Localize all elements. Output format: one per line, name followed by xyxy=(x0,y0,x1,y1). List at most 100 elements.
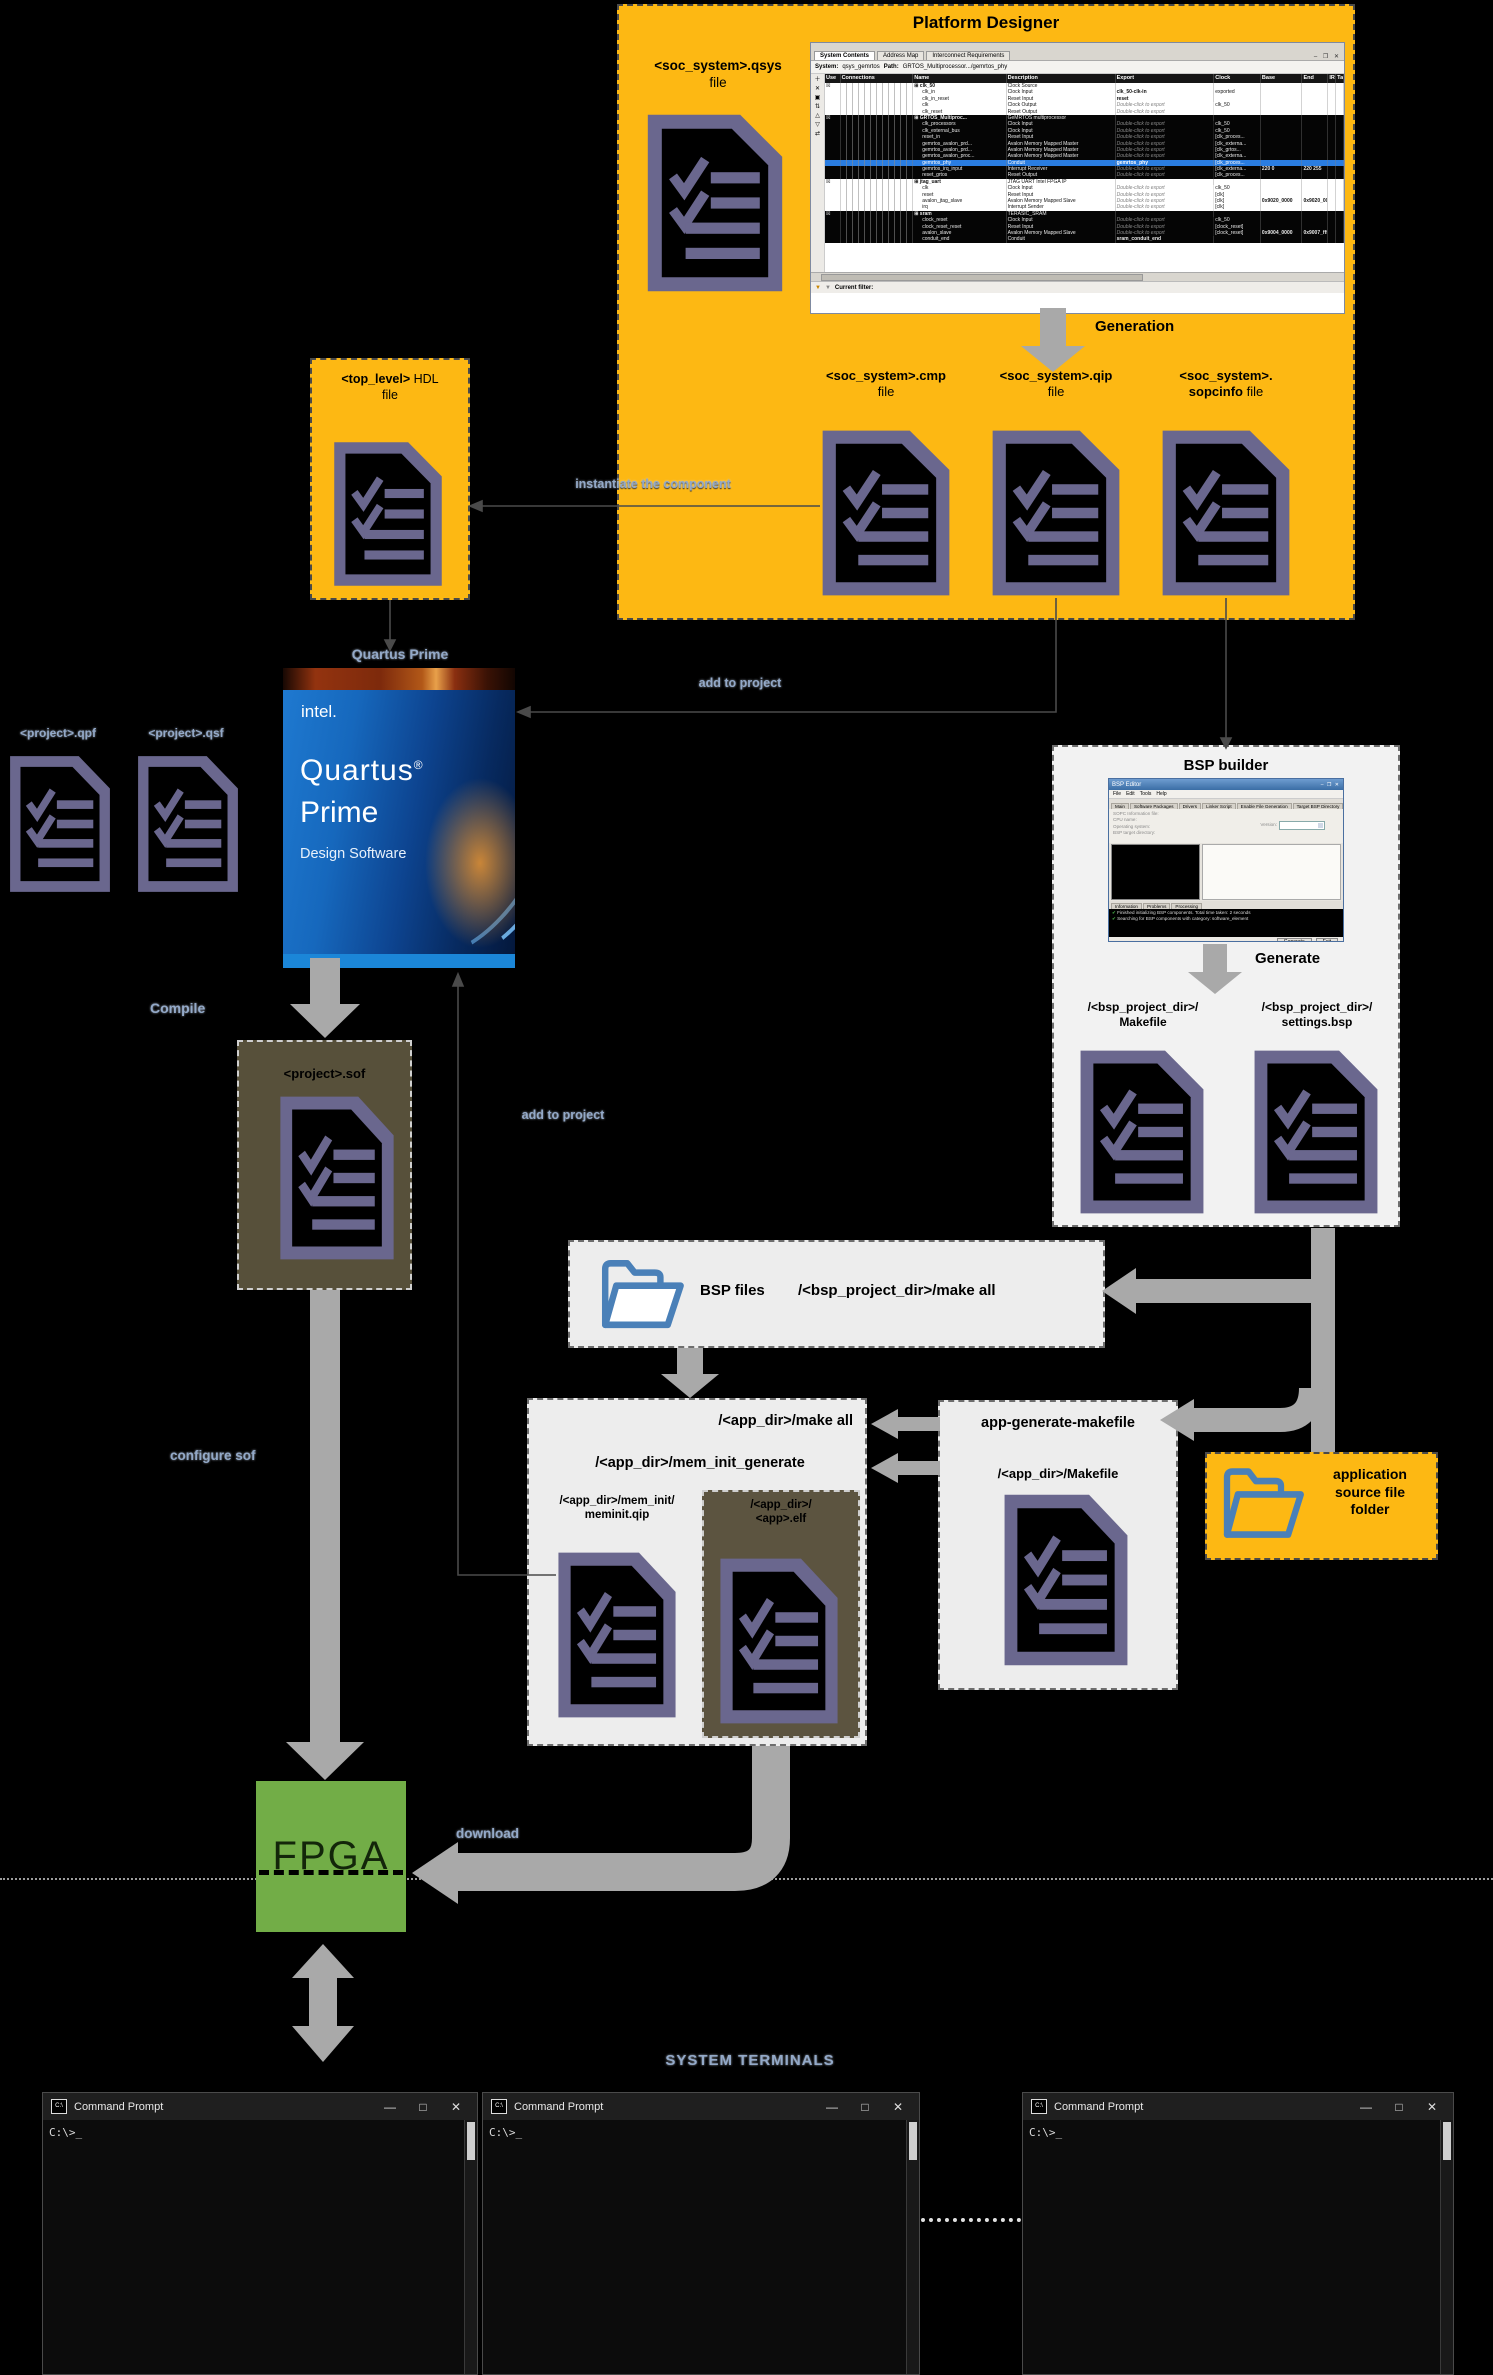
close-button[interactable]: ✕ xyxy=(892,2099,904,2114)
app-generate-makefile-title: app-generate-makefile xyxy=(981,1415,1135,1431)
table-row[interactable]: irq Interrupt Sender Double-click to exp… xyxy=(825,204,1344,211)
table-row[interactable]: reset_in Reset Input Double-click to exp… xyxy=(825,134,1344,141)
connections-wires xyxy=(840,83,914,90)
terminal-scrollbar[interactable] xyxy=(906,2120,919,2374)
bsp-settings-tree[interactable] xyxy=(1111,844,1201,900)
tab-address-map[interactable]: Address Map xyxy=(877,51,925,60)
table-row[interactable]: avalon_jtag_slave Avalon Memory Mapped S… xyxy=(825,198,1344,205)
generation-label: Generation xyxy=(1095,318,1175,335)
terminal-window-1: C:\ Command Prompt — □ ✕ C:\>_ xyxy=(42,2092,478,2375)
table-row[interactable]: clk_processors Clock Input Double-click … xyxy=(825,121,1344,128)
pd-window-buttons[interactable]: – ❐ ✕ xyxy=(1313,54,1341,60)
connections-wires xyxy=(840,223,914,230)
minimize-button[interactable]: — xyxy=(1360,2099,1372,2114)
bsp-tab[interactable]: Enable File Generation xyxy=(1236,803,1292,809)
platform-designer-screenshot: System Contents Address Map Interconnect… xyxy=(810,42,1345,314)
bsp-tab[interactable]: Linker Script xyxy=(1202,803,1236,809)
connections-wires xyxy=(840,108,914,115)
maximize-button[interactable]: □ xyxy=(419,2099,427,2114)
bsp-make-all-command: /<bsp_project_dir>/make all xyxy=(798,1282,996,1299)
minimize-button[interactable]: — xyxy=(826,2099,838,2114)
connections-wires xyxy=(840,95,914,103)
qsf-file-label: <project>.qsf xyxy=(148,726,224,740)
table-row[interactable]: clk Clock Input Double-click to export c… xyxy=(825,185,1344,192)
table-row[interactable]: gemrtos_phy Conduit gemrtos_phy [clk_pro… xyxy=(825,159,1344,167)
bsp-settings-label: /<bsp_project_dir>/ settings.bsp xyxy=(1261,1000,1373,1029)
bsp-settings-panel[interactable] xyxy=(1202,844,1341,900)
table-row[interactable]: reset Reset Input Double-click to export… xyxy=(825,191,1344,199)
bsp-tab[interactable]: Software Packages xyxy=(1129,803,1178,809)
logo-top-band xyxy=(283,668,515,690)
table-row[interactable]: clk_in_reset Reset Input reset xyxy=(825,95,1344,103)
bsp-generate-button[interactable]: Generate xyxy=(1276,938,1312,941)
bsp-exit-button[interactable]: Exit xyxy=(1315,938,1338,941)
table-row[interactable]: gemrtos_avalon_prd... Avalon Memory Mapp… xyxy=(825,146,1344,154)
bsp-tab[interactable]: Drivers xyxy=(1178,803,1202,809)
bsp-version-combobox[interactable] xyxy=(1279,821,1325,830)
table-row[interactable]: clk_reset Reset Output Double-click to e… xyxy=(825,108,1344,115)
platform-designer-title: Platform Designer xyxy=(912,13,1060,32)
terminal-content[interactable]: C:\>_ xyxy=(483,2120,919,2374)
table-row[interactable]: gemrtos_avalon_prd... Avalon Memory Mapp… xyxy=(825,140,1344,147)
table-row[interactable]: clock_reset_reset Reset Input Double-cli… xyxy=(825,223,1344,230)
bsp-console-tab[interactable]: Information xyxy=(1111,903,1142,909)
meminit-qip-icon xyxy=(556,1550,678,1720)
qpf-file-icon xyxy=(8,754,112,894)
table-row[interactable]: clk_external_bus Clock Input Double-clic… xyxy=(825,127,1344,135)
connections-wires xyxy=(840,210,914,218)
configure-sof-label: configure sof xyxy=(170,1448,256,1463)
add-to-project-label-mid: add to project xyxy=(521,1108,605,1122)
connections-wires xyxy=(840,185,914,192)
connections-wires xyxy=(840,102,914,109)
bsp-window-buttons[interactable]: – ❐ ✕ xyxy=(1320,781,1340,788)
terminal-scrollbar[interactable] xyxy=(464,2120,477,2374)
maximize-button[interactable]: □ xyxy=(1395,2099,1403,2114)
close-button[interactable]: ✕ xyxy=(450,2099,462,2114)
logo-bottom-band xyxy=(283,954,515,968)
terminal-titlebar[interactable]: C:\ Command Prompt — □ ✕ xyxy=(1023,2093,1453,2120)
table-row[interactable]: ☒ ⊞ GRTOS_Multiproc... GeMRTOS multiproc… xyxy=(825,114,1344,122)
elf-file-icon xyxy=(718,1556,840,1726)
terminal-scrollbar[interactable] xyxy=(1440,2120,1453,2374)
connections-wires xyxy=(840,140,914,147)
instantiate-label: instantiate the component xyxy=(575,477,731,491)
terminal-titlebar[interactable]: C:\ Command Prompt — □ ✕ xyxy=(43,2093,477,2120)
table-row[interactable]: gemrtos_avalon_proc... Avalon Memory Map… xyxy=(825,153,1344,160)
table-row[interactable]: clk_in Clock Input clk_50-clk-in exporte… xyxy=(825,89,1344,96)
app-mem-init-command: /<app_dir>/mem_init_generate xyxy=(595,1455,805,1471)
app-makefile-icon xyxy=(1002,1492,1130,1668)
close-button[interactable]: ✕ xyxy=(1426,2099,1438,2114)
bsp-tab[interactable]: Target BSP Directory xyxy=(1292,803,1343,809)
connections-wires xyxy=(840,229,914,237)
bsp-console-tab[interactable]: Processing xyxy=(1171,903,1203,909)
table-row[interactable]: clk Clock Output Double-click to export … xyxy=(825,102,1344,109)
table-row[interactable]: reset_grtos Reset Output Double-click to… xyxy=(825,172,1344,179)
table-row[interactable]: conduit_end Conduit sram_conduit_end xyxy=(825,236,1344,243)
terminal-content[interactable]: C:\>_ xyxy=(43,2120,477,2374)
table-row[interactable]: clock_reset Clock Input Double-click to … xyxy=(825,217,1344,224)
pd-horizontal-scrollbar[interactable] xyxy=(811,272,1344,281)
table-row[interactable]: ☒ ⊞ jtag_uart JTAG UART Intel FPGA IP xyxy=(825,178,1344,186)
pd-tab-bar: System Contents Address Map Interconnect… xyxy=(811,43,1344,61)
minimize-button[interactable]: — xyxy=(384,2099,396,2114)
bsp-settings-icon xyxy=(1252,1048,1380,1216)
table-row[interactable]: ☒ ⊞ sram TERASIC_SRAM xyxy=(825,210,1344,218)
tab-interconnect-requirements[interactable]: Interconnect Requirements xyxy=(926,51,1011,60)
table-row[interactable]: gemrtos_irq_input Interrupt Receiver Dou… xyxy=(825,166,1344,173)
pd-table-rows: ☒ ⊞ clk_50 Clock Source xyxy=(825,83,1344,243)
bsp-tab[interactable]: Main xyxy=(1111,803,1129,809)
top-level-file-icon xyxy=(332,440,444,588)
pd-toolbar[interactable]: ＋✕▣⇅△▽⇄ xyxy=(811,74,825,272)
bsp-files-folder-icon xyxy=(596,1254,688,1336)
bsp-console-tab[interactable]: Problems xyxy=(1142,903,1171,909)
connections-wires xyxy=(840,166,914,173)
table-row[interactable]: avalon_slave Avalon Memory Mapped Slave … xyxy=(825,229,1344,237)
maximize-button[interactable]: □ xyxy=(861,2099,869,2114)
tab-system-contents[interactable]: System Contents xyxy=(814,51,876,60)
table-row[interactable]: ☒ ⊞ clk_50 Clock Source xyxy=(825,83,1344,90)
terminal-content[interactable]: C:\>_ xyxy=(1023,2120,1453,2374)
system-terminals-label: SYSTEM TERMINALS xyxy=(665,2052,835,2069)
terminal-titlebar[interactable]: C:\ Command Prompt — □ ✕ xyxy=(483,2093,919,2120)
